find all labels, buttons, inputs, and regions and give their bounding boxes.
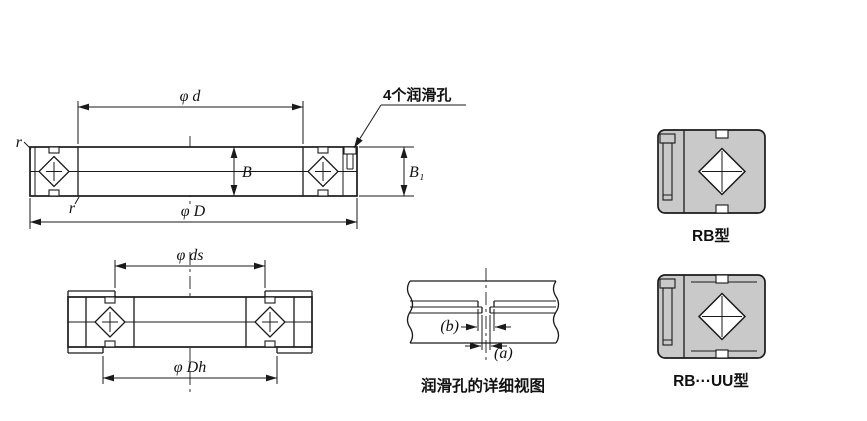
- dim-inner-diameter-label: φ d: [180, 88, 202, 105]
- dim-width-outer-label: B₁: [409, 164, 424, 181]
- lube-holes-note: 4个润滑孔: [383, 86, 451, 104]
- mounted-dimensions: φ ds φ Dh: [102, 247, 278, 384]
- mounted-cross-section: [67, 252, 313, 393]
- main-dimensions: φ d φ D B B₁ r r 4个润滑孔: [16, 86, 466, 229]
- rbuu-type-caption: RB···UU型: [673, 372, 749, 390]
- lube-hole-section: [343, 146, 357, 170]
- rbuu-type-section: RB···UU型: [657, 274, 766, 390]
- fillet-bottom-label: r: [69, 200, 76, 217]
- dim-a-label: (a): [494, 345, 513, 362]
- lube-hole-detail-view: (b) (a) 润滑孔的详细视图: [406, 268, 560, 395]
- rb-type-caption: RB型: [692, 227, 730, 245]
- rb-type-section: RB型: [657, 129, 766, 245]
- dim-outer-diameter-label: φ D: [181, 203, 206, 220]
- dim-width-label: B: [242, 164, 252, 181]
- fillet-top-label: r: [16, 134, 23, 151]
- dim-shaft-seat-label: φ ds: [176, 247, 203, 264]
- main-cross-section: [29, 136, 358, 208]
- detail-view-caption: 润滑孔的详细视图: [421, 376, 545, 395]
- dim-b-label: (b): [440, 318, 459, 335]
- dim-housing-bore-label: φ Dh: [174, 359, 206, 376]
